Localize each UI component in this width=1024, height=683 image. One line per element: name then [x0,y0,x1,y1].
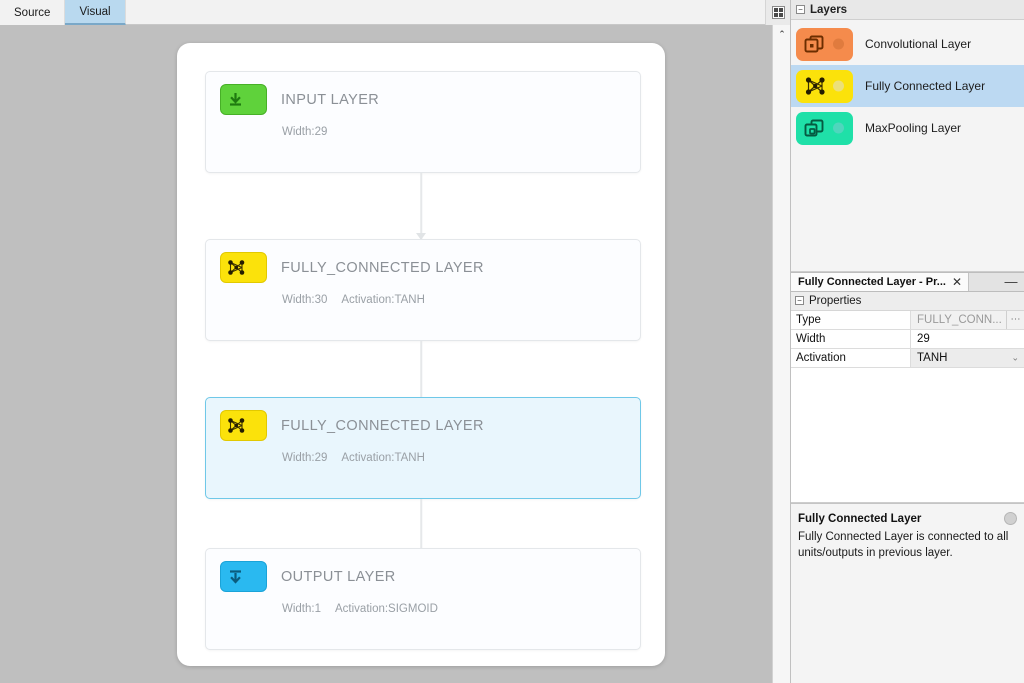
help-title: Fully Connected Layer [798,512,922,525]
layers-panel-header: − Layers [791,0,1024,20]
property-value-activation[interactable]: TANH ⌄ [911,348,1024,367]
palette-item-maxpooling-layer[interactable]: MaxPooling Layer [791,107,1024,149]
palette-item-label: Convolutional Layer [865,37,972,51]
properties-tabbar-spacer [969,272,998,291]
properties-table: Type FULLY_CONN... ⋯ Width 29 Activation… [791,310,1024,368]
palette-item-label: MaxPooling Layer [865,121,962,135]
node-title: INPUT LAYER [281,91,380,108]
grid-layout-icon[interactable] [765,0,790,25]
fully-connected-layer-icon [796,69,853,103]
network-diagram-card: INPUT LAYER Width:29 [177,43,665,666]
node-meta: Width:29 Activation:TANH [206,452,640,464]
canvas-vertical-scrollbar[interactable]: ⌃ [772,25,790,683]
tab-source[interactable]: Source [0,0,66,25]
node-meta-width: Width:30 [282,294,328,306]
node-meta: Width:30 Activation:TANH [206,294,640,306]
palette-empty-area [791,149,1024,272]
fully-connected-layer-icon [220,410,267,441]
tabbar-spacer [125,0,765,24]
properties-view-tabbar: Fully Connected Layer - Pr... ✕ — [791,271,1024,292]
properties-collapse-icon[interactable]: − [795,296,804,306]
tab-visual[interactable]: Visual [65,0,126,25]
help-body: Fully Connected Layer is connected to al… [798,530,1009,559]
layers-palette: Convolutional Layer Fully Connected Laye… [791,20,1024,149]
node-fully-connected-layer-1[interactable]: FULLY_CONNECTED LAYER Width:30 Activatio… [205,239,641,341]
node-meta: Width:29 [206,126,640,138]
node-meta-activation: Activation:SIGMOID [335,603,438,615]
editor-tabbar: Source Visual [0,0,790,25]
right-panel: − Layers Convolutional Layer [790,0,1024,683]
fully-connected-layer-icon [220,252,267,283]
node-meta-activation: Activation:TANH [341,294,425,306]
palette-item-convolutional-layer[interactable]: Convolutional Layer [791,23,1024,65]
node-fully-connected-layer-2[interactable]: FULLY_CONNECTED LAYER Width:29 Activatio… [205,397,641,499]
help-panel: Fully Connected Layer Fully Connected La… [791,502,1024,683]
property-value-text: TANH [917,351,948,364]
node-meta: Width:1 Activation:SIGMOID [206,603,640,615]
properties-tab-label: Fully Connected Layer - Pr... [798,275,946,288]
properties-tab[interactable]: Fully Connected Layer - Pr... ✕ [791,272,969,291]
ellipsis-button-icon[interactable]: ⋯ [1006,310,1024,329]
chevron-down-icon[interactable]: ⌄ [1011,352,1019,363]
node-title: FULLY_CONNECTED LAYER [281,417,484,434]
layers-collapse-icon[interactable]: − [796,5,805,14]
node-header: FULLY_CONNECTED LAYER [206,240,640,283]
properties-section-header: − Properties [791,291,1024,311]
visual-editor-canvas[interactable]: INPUT LAYER Width:29 [0,25,772,683]
property-value-width[interactable]: 29 [911,330,1024,348]
palette-item-label: Fully Connected Layer [865,79,986,93]
properties-section-title: Properties [809,294,862,307]
help-circle-icon[interactable] [1004,511,1017,525]
node-header: OUTPUT LAYER [206,549,640,592]
property-row-activation: Activation TANH ⌄ [791,348,1024,368]
scroll-up-arrow-icon[interactable]: ⌃ [778,28,786,39]
node-header: INPUT LAYER [206,72,640,115]
node-output-layer[interactable]: OUTPUT LAYER Width:1 Activation:SIGMOID [205,548,641,650]
convolutional-layer-icon [796,27,853,61]
property-key: Width [791,329,911,348]
property-value-type: FULLY_CONN... ⋯ [911,310,1024,329]
property-row-type: Type FULLY_CONN... ⋯ [791,310,1024,330]
output-layer-icon [220,561,267,592]
property-value-text: 29 [917,332,930,345]
maxpooling-layer-icon [796,111,853,145]
node-title: FULLY_CONNECTED LAYER [281,259,484,276]
node-meta-width: Width:1 [282,603,321,615]
property-key: Activation [791,348,911,367]
node-header: FULLY_CONNECTED LAYER [206,398,640,441]
input-layer-icon [220,84,267,115]
node-meta-width: Width:29 [282,452,328,464]
node-meta-activation: Activation:TANH [341,452,425,464]
property-row-width: Width 29 [791,329,1024,349]
palette-item-fully-connected-layer[interactable]: Fully Connected Layer [791,65,1024,107]
node-meta-width: Width:29 [282,126,328,138]
connector-arrow-1 [415,173,427,240]
property-key: Type [791,310,911,329]
property-value-text: FULLY_CONN... [917,313,1002,326]
node-title: OUTPUT LAYER [281,568,396,585]
close-icon[interactable]: ✕ [951,274,962,289]
minimize-icon[interactable]: — [1004,274,1018,290]
node-input-layer[interactable]: INPUT LAYER Width:29 [205,71,641,173]
layers-panel-title: Layers [810,3,848,16]
properties-empty-area [791,367,1024,503]
